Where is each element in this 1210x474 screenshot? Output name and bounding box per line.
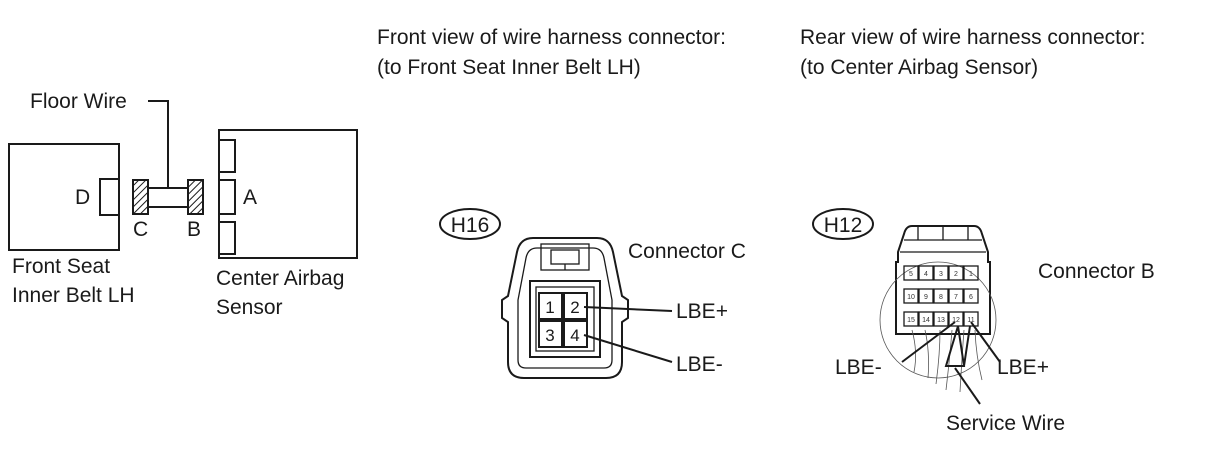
floor-wire-label: Floor Wire: [30, 90, 127, 113]
rear-lbe-plus-label: LBE+: [997, 356, 1049, 379]
pin-label-15: 15: [907, 317, 915, 324]
connector-b-label: B: [187, 218, 201, 241]
service-wire-label: Service Wire: [946, 412, 1065, 435]
pin-label-8: 8: [939, 294, 943, 301]
pin-2-cell: [563, 292, 588, 320]
connector-code-h12: H12: [824, 214, 863, 237]
front-view-heading-line2: (to Front Seat Inner Belt LH): [377, 56, 641, 79]
connector-c-housing: [501, 237, 629, 379]
center-airbag-sensor-component: A Center Airbag Sensor: [216, 129, 358, 319]
connector-b-plug: [187, 179, 204, 215]
pin-4-label: 4: [570, 326, 579, 345]
pin-label-5: 5: [909, 271, 913, 278]
connector-c-pin-grid: 1 2 3 4: [538, 292, 588, 348]
connector-c-plug: [132, 179, 149, 215]
pin-label-9: 9: [924, 294, 928, 301]
front-lbe-minus-label: LBE-: [676, 353, 723, 376]
front-seat-inner-belt-component: D Front Seat Inner Belt LH: [8, 143, 135, 307]
pin-label-11: 11: [967, 317, 974, 324]
pin-label-3: 3: [939, 271, 943, 278]
pin-4-cell: [563, 320, 588, 348]
connector-d-label: D: [75, 186, 90, 209]
rear-lbe-plus-leader: [970, 321, 1001, 363]
rear-view-section: Rear view of wire harness connector: (to…: [800, 26, 1155, 435]
pin-1-cell: [538, 292, 563, 320]
pin-label-12: 12: [952, 317, 960, 324]
rear-view-heading-line1: Rear view of wire harness connector:: [800, 26, 1146, 49]
rear-lbe-minus-leader: [901, 321, 956, 363]
connector-d-jack: [99, 178, 120, 216]
front-view-heading-line1: Front view of wire harness connector:: [377, 26, 726, 49]
pin-label-4: 4: [924, 271, 928, 278]
rear-lbe-minus-label: LBE-: [835, 356, 882, 379]
pin-label-13: 13: [937, 317, 945, 324]
lbe-plus-leader: [583, 306, 673, 312]
connector-b-housing: [879, 225, 997, 379]
connector-c-name: Connector C: [628, 240, 746, 263]
floor-wire-leader: [148, 100, 169, 188]
pin-label-7: 7: [954, 294, 958, 301]
connector-c-label: C: [133, 218, 148, 241]
front-lbe-plus-label: LBE+: [676, 300, 728, 323]
connector-code-badge-h16: [439, 208, 501, 240]
front-view-section: Front view of wire harness connector: (t…: [377, 26, 746, 379]
connector-code-badge-h12: [812, 208, 874, 240]
floor-wire-harness: Floor Wire C B: [30, 90, 204, 241]
service-wire-leader: [954, 367, 981, 405]
rear-harness-wires: [901, 321, 1001, 405]
airbag-sensor-label-line1: Center Airbag: [216, 267, 344, 290]
pin-3-label: 3: [545, 326, 554, 345]
connector-code-h16: H16: [451, 214, 490, 237]
connector-a-jack: [218, 179, 236, 215]
rear-view-heading-line2: (to Center Airbag Sensor): [800, 56, 1038, 79]
pin-3-cell: [538, 320, 563, 348]
pin-label-10: 10: [907, 294, 915, 301]
pin-label-2: 2: [954, 271, 958, 278]
pin-2-label: 2: [570, 298, 579, 317]
connector-a-label: A: [243, 186, 257, 209]
front-seat-label-line2: Inner Belt LH: [12, 284, 135, 307]
front-seat-label-line1: Front Seat: [12, 255, 110, 278]
connector-b-pin-grid: 5 4 3 2 1 10 9 8 7 6 15 14 13 12 11: [903, 265, 979, 327]
pin-label-6: 6: [969, 294, 973, 301]
pin-label-1: 1: [969, 271, 973, 278]
pin-label-14: 14: [922, 317, 930, 324]
airbag-sensor-label-line2: Sensor: [216, 296, 283, 319]
service-wire-loop: [944, 325, 966, 367]
pin-1-label: 1: [545, 298, 554, 317]
lbe-minus-leader: [583, 334, 673, 363]
connector-b-name: Connector B: [1038, 260, 1155, 283]
